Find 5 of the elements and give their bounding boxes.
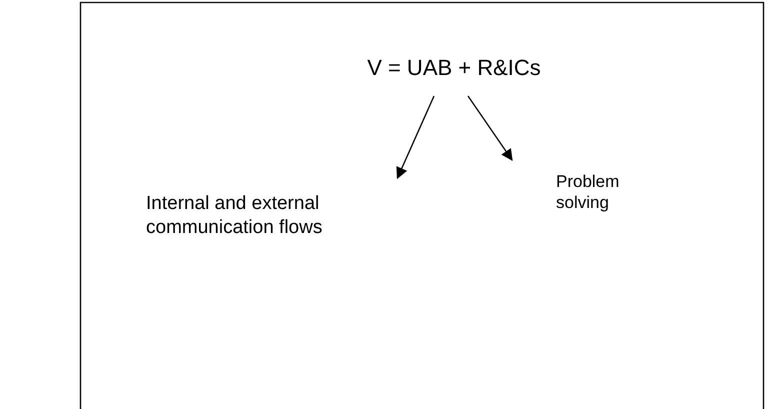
node-text: Problem solving [556,171,620,214]
node-text: Internal and external communication flows [146,192,324,240]
arrow [396,96,435,180]
formula-text: V = UAB + R&ICs [366,54,542,82]
arrow [467,96,513,161]
